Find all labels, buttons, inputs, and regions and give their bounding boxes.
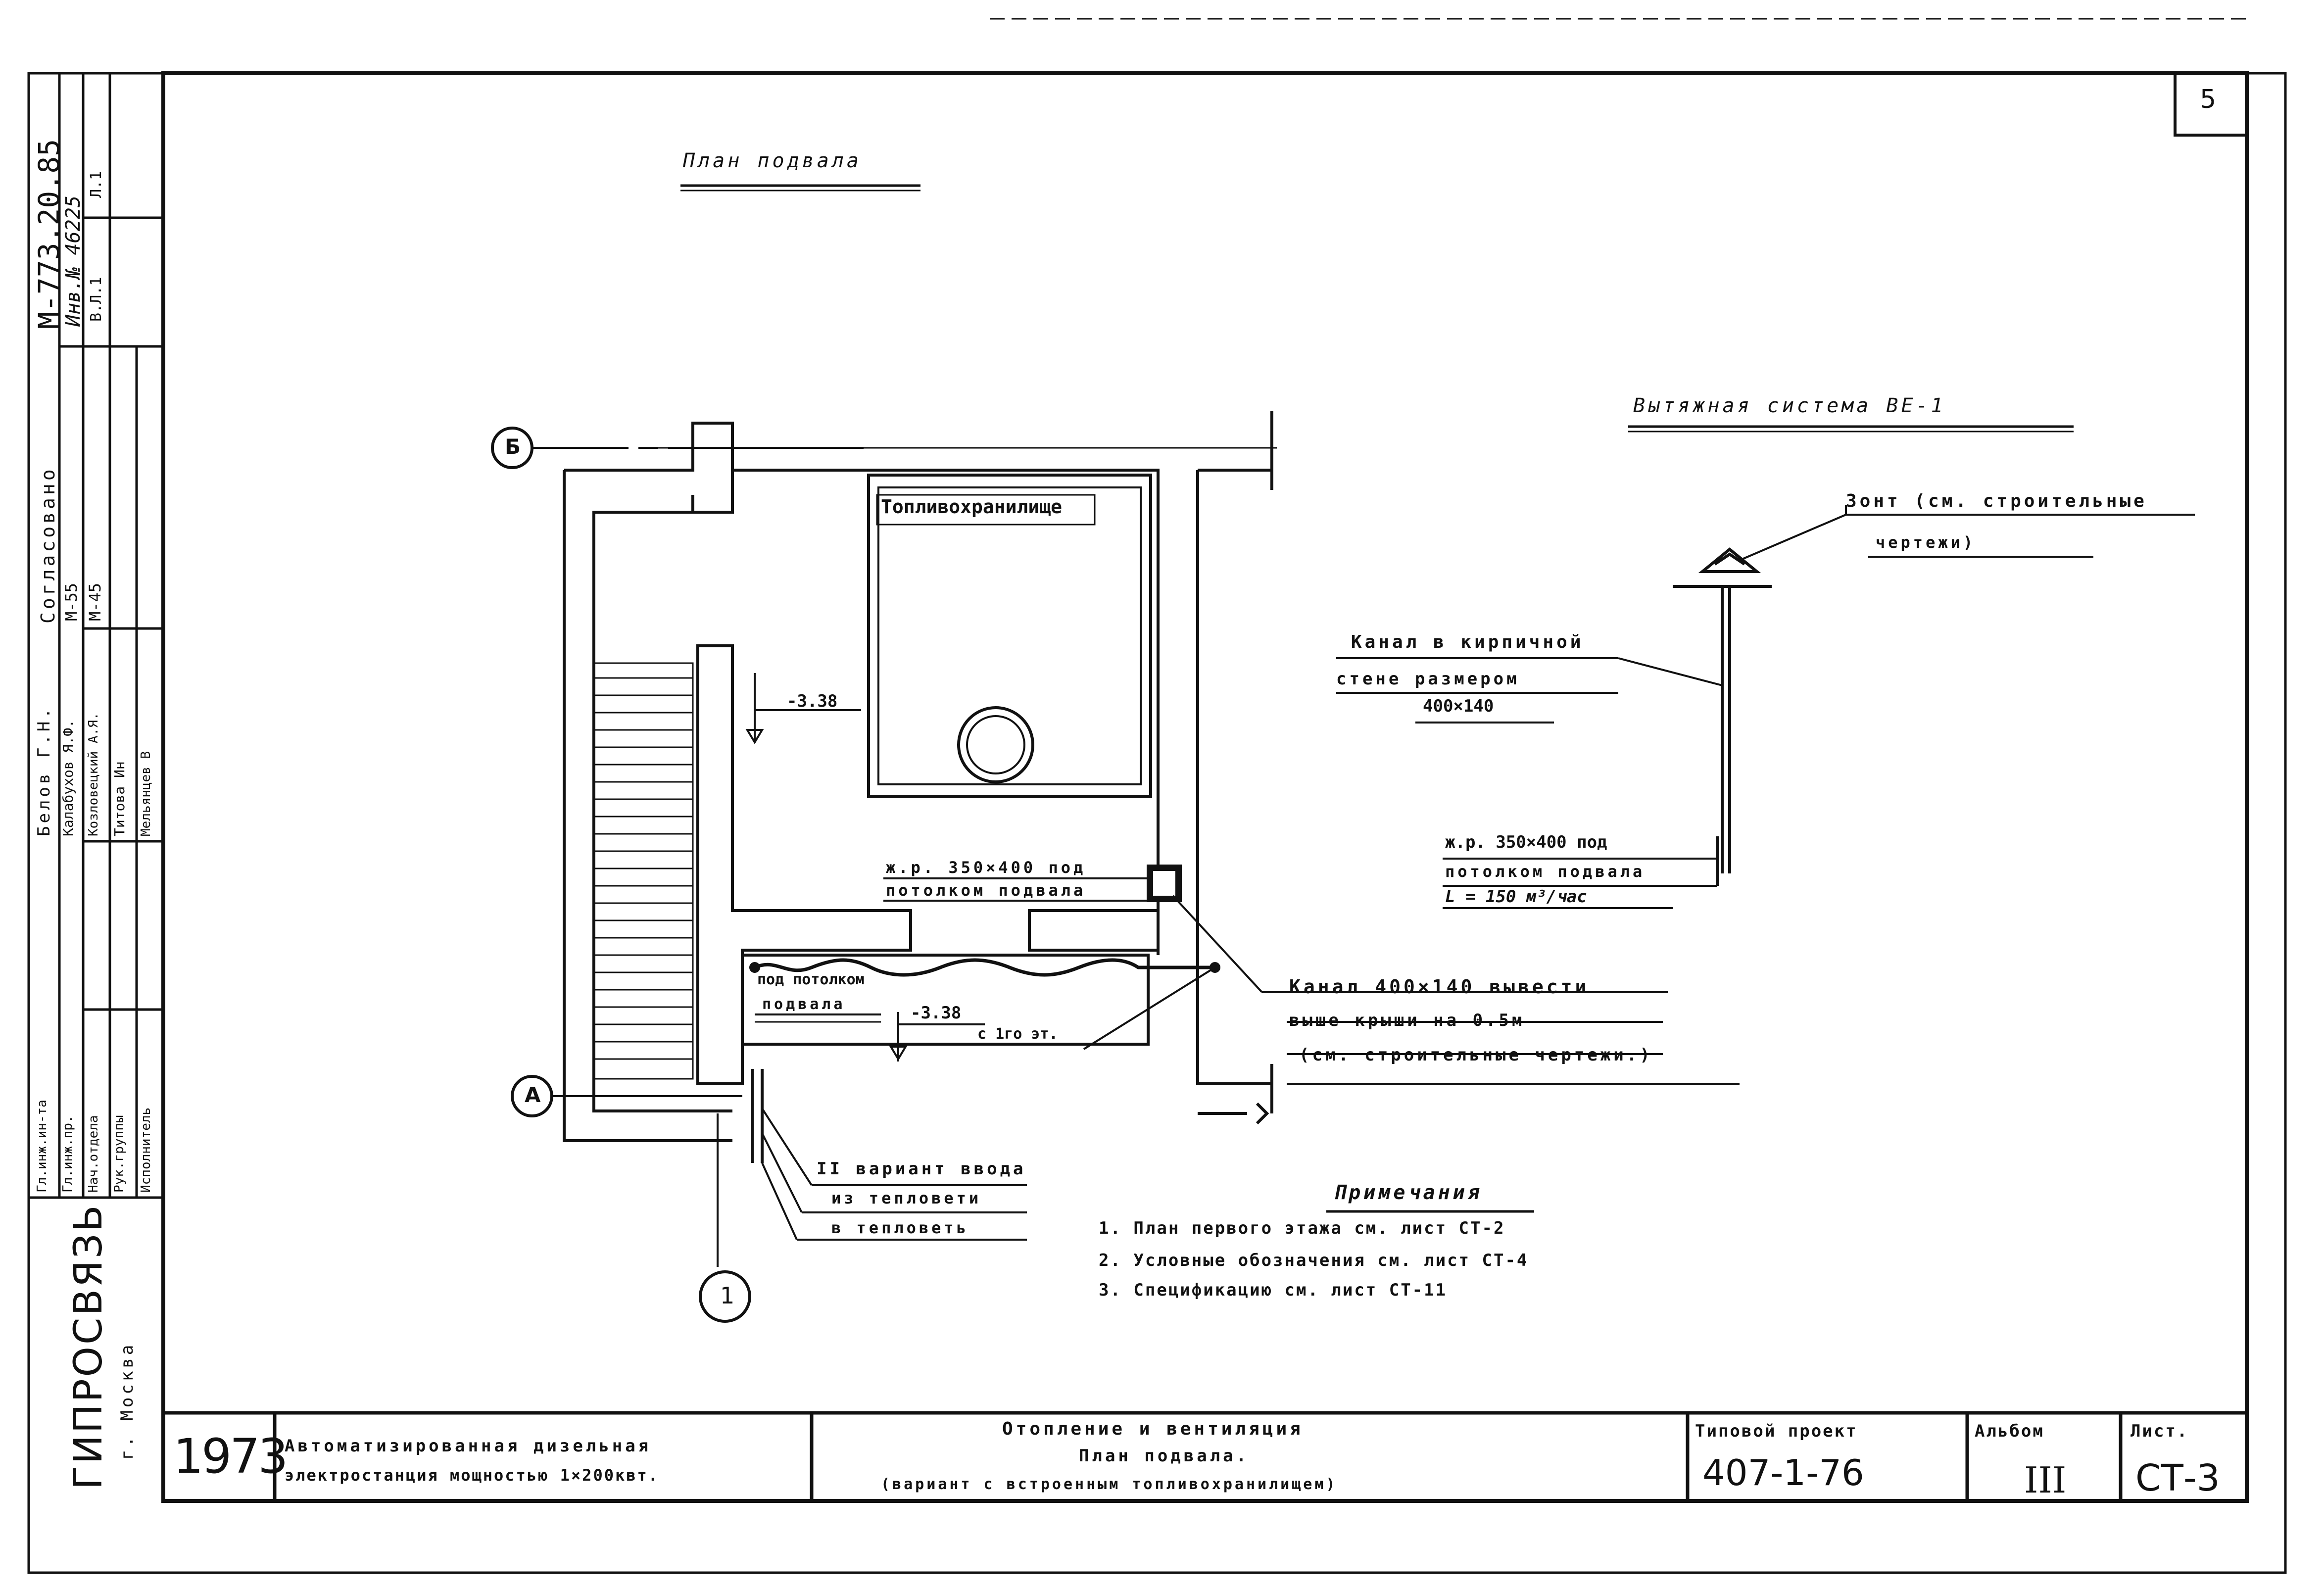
fuel-storage-label: Топливохранилище (881, 496, 1063, 518)
umbrella-label-b: чертежи) (1876, 533, 1976, 552)
level-marks (745, 673, 985, 1061)
album-label: Альбом (1975, 1421, 2044, 1441)
ve1-schematic (1673, 547, 1772, 873)
note-item: 2. Условные обозначения см. лист СТ-4 (1099, 1251, 1529, 1270)
channel-label-c: (см. строительные чертежи.) (1299, 1045, 1653, 1065)
agreed-label: Согласовано (37, 466, 59, 624)
organization-name: ГИПРОСВЯЗЬ (66, 1203, 111, 1490)
inventory-number: Инв.№ 46225 (62, 195, 85, 327)
channel-label-a: Канал 400×140 вывести (1289, 976, 1590, 998)
inner-frame (161, 71, 2249, 1503)
axis-a-circle (511, 1075, 553, 1117)
role-label: Рук.группы (112, 1115, 127, 1193)
designation-number: М-773.20.85 (32, 139, 66, 329)
name-label: Мельянцев В (139, 751, 153, 836)
drawing-name-c: (вариант с встроенным топливохранилищем) (881, 1476, 1338, 1493)
axis-b-label: Б (505, 434, 521, 459)
notes-title: Примечания (1334, 1181, 1483, 1204)
role-label: Гл.инж.пр. (60, 1115, 75, 1193)
role-label: Исполнитель (139, 1107, 153, 1193)
sheet-code: В.Л.1 (88, 277, 105, 322)
ve-grille-a: ж.р. 350×400 под (1445, 832, 1607, 852)
note-item: 1. План первого этажа см. лист СТ-2 (1099, 1218, 1505, 1238)
name-label: Белов Г.Н. (34, 705, 54, 836)
duct-label-b: потолком подвала (886, 881, 1086, 900)
channel-label-b: выше крыши на 0.5м (1289, 1011, 1525, 1030)
drawing-name-a: Отопление и вентиляция (1002, 1419, 1304, 1439)
sheet-value: СТ-3 (2135, 1457, 2220, 1499)
organization-city: г. Москва (117, 1342, 137, 1460)
object-name-a: Автоматизированная дизельная (285, 1436, 652, 1456)
title-block-grid (163, 1411, 2247, 1501)
pipe-label-c: с 1го эт. (977, 1025, 1058, 1043)
sheet-number: 5 (2200, 85, 2217, 114)
left-strip-grid (29, 73, 163, 1199)
name-label: Козловецкий А.Я. (86, 712, 101, 836)
sheet-number-box (2174, 72, 2248, 137)
role-label: Нач.отдела (86, 1115, 101, 1193)
sheet-label: Лист. (2130, 1421, 2189, 1441)
drawing-name-b: План подвала. (1079, 1446, 1250, 1466)
variant-label-a: II вариант ввода (817, 1159, 1026, 1179)
year: 1973 (173, 1429, 288, 1484)
name-label: Калабухов Я.Ф. (60, 719, 76, 836)
agreed-code: М-45 (86, 582, 104, 621)
project-value: 407-1-76 (1702, 1452, 1864, 1494)
entry-pipes (751, 1069, 764, 1163)
pipe-label-b: подвала (762, 996, 846, 1013)
object-name-b: электростанция мощностью 1×200квт. (285, 1466, 660, 1485)
album-value: III (2024, 1459, 2067, 1501)
level-mark-upper: -3.38 (787, 691, 838, 711)
name-label: Титова Ин (111, 761, 128, 836)
axis-1-label: 1 (720, 1282, 735, 1309)
variant-label-c: в тепловеть (831, 1218, 969, 1237)
ve-grille-b: потолком подвала (1445, 862, 1646, 881)
duct-label-a: ж.р. 350×400 под (886, 858, 1086, 877)
axis-1-circle (699, 1270, 751, 1323)
role-label: Гл.инж.ин-та (35, 1100, 49, 1193)
project-label: Типовой проект (1695, 1421, 1858, 1441)
agreed-code: М-55 (62, 582, 81, 621)
variant-label-b: из тепловети (831, 1189, 982, 1207)
sheet-code: Л.1 (88, 171, 105, 198)
heating-pipe (754, 958, 1215, 977)
basement-walls (563, 411, 1273, 1142)
axis-a-label: А (525, 1083, 541, 1107)
axis-b-circle (491, 427, 533, 469)
level-mark-lower: -3.38 (911, 1003, 962, 1023)
ve-title: Вытяжная система ВЕ-1 (1633, 394, 1946, 417)
stairs (593, 662, 694, 1080)
ve-grille-c: L = 150 м³/час (1445, 887, 1587, 907)
pipe-label-a: под потолком (757, 971, 865, 988)
plan-title: План подвала (683, 149, 862, 172)
brick-channel-c: 400×140 (1423, 696, 1494, 716)
note-item: 3. Спецификацию см. лист СТ-11 (1099, 1280, 1448, 1300)
umbrella-label-a: Зонт (см. строительные (1846, 491, 2147, 511)
brick-channel-a: Канал в кирпичной (1351, 632, 1584, 652)
brick-channel-b: стене размером (1336, 669, 1520, 689)
